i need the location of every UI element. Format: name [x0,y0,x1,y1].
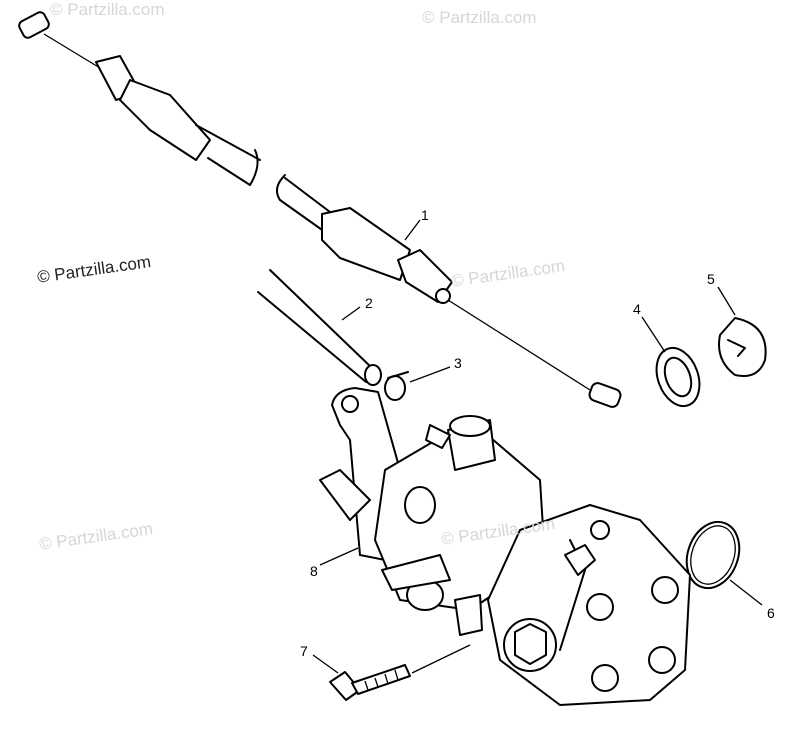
o-ring-part-6 [685,520,741,590]
throttle-cable-part-1 [275,174,622,408]
callout-8: 8 [310,563,318,579]
callout-5: 5 [707,271,715,287]
leader-lines [312,219,763,674]
e-clip-part-5 [718,317,767,377]
watermark: © Partzilla.com [50,0,165,19]
oil-line-part-2 [257,269,382,386]
callout-6: 6 [767,605,775,621]
callout-1: 1 [421,207,429,223]
watermark: © Partzilla.com [422,8,537,27]
washer-part-4 [655,346,701,408]
clamp-part-3 [384,371,409,401]
cable-upper-segment [18,11,261,186]
oil-pump-body [319,415,546,636]
bolt-part-7 [329,644,471,701]
callout-7: 7 [300,643,308,659]
pump-cover-plate [487,504,691,706]
callout-3: 3 [454,355,462,371]
callout-4: 4 [633,301,641,317]
callout-2: 2 [365,295,373,311]
